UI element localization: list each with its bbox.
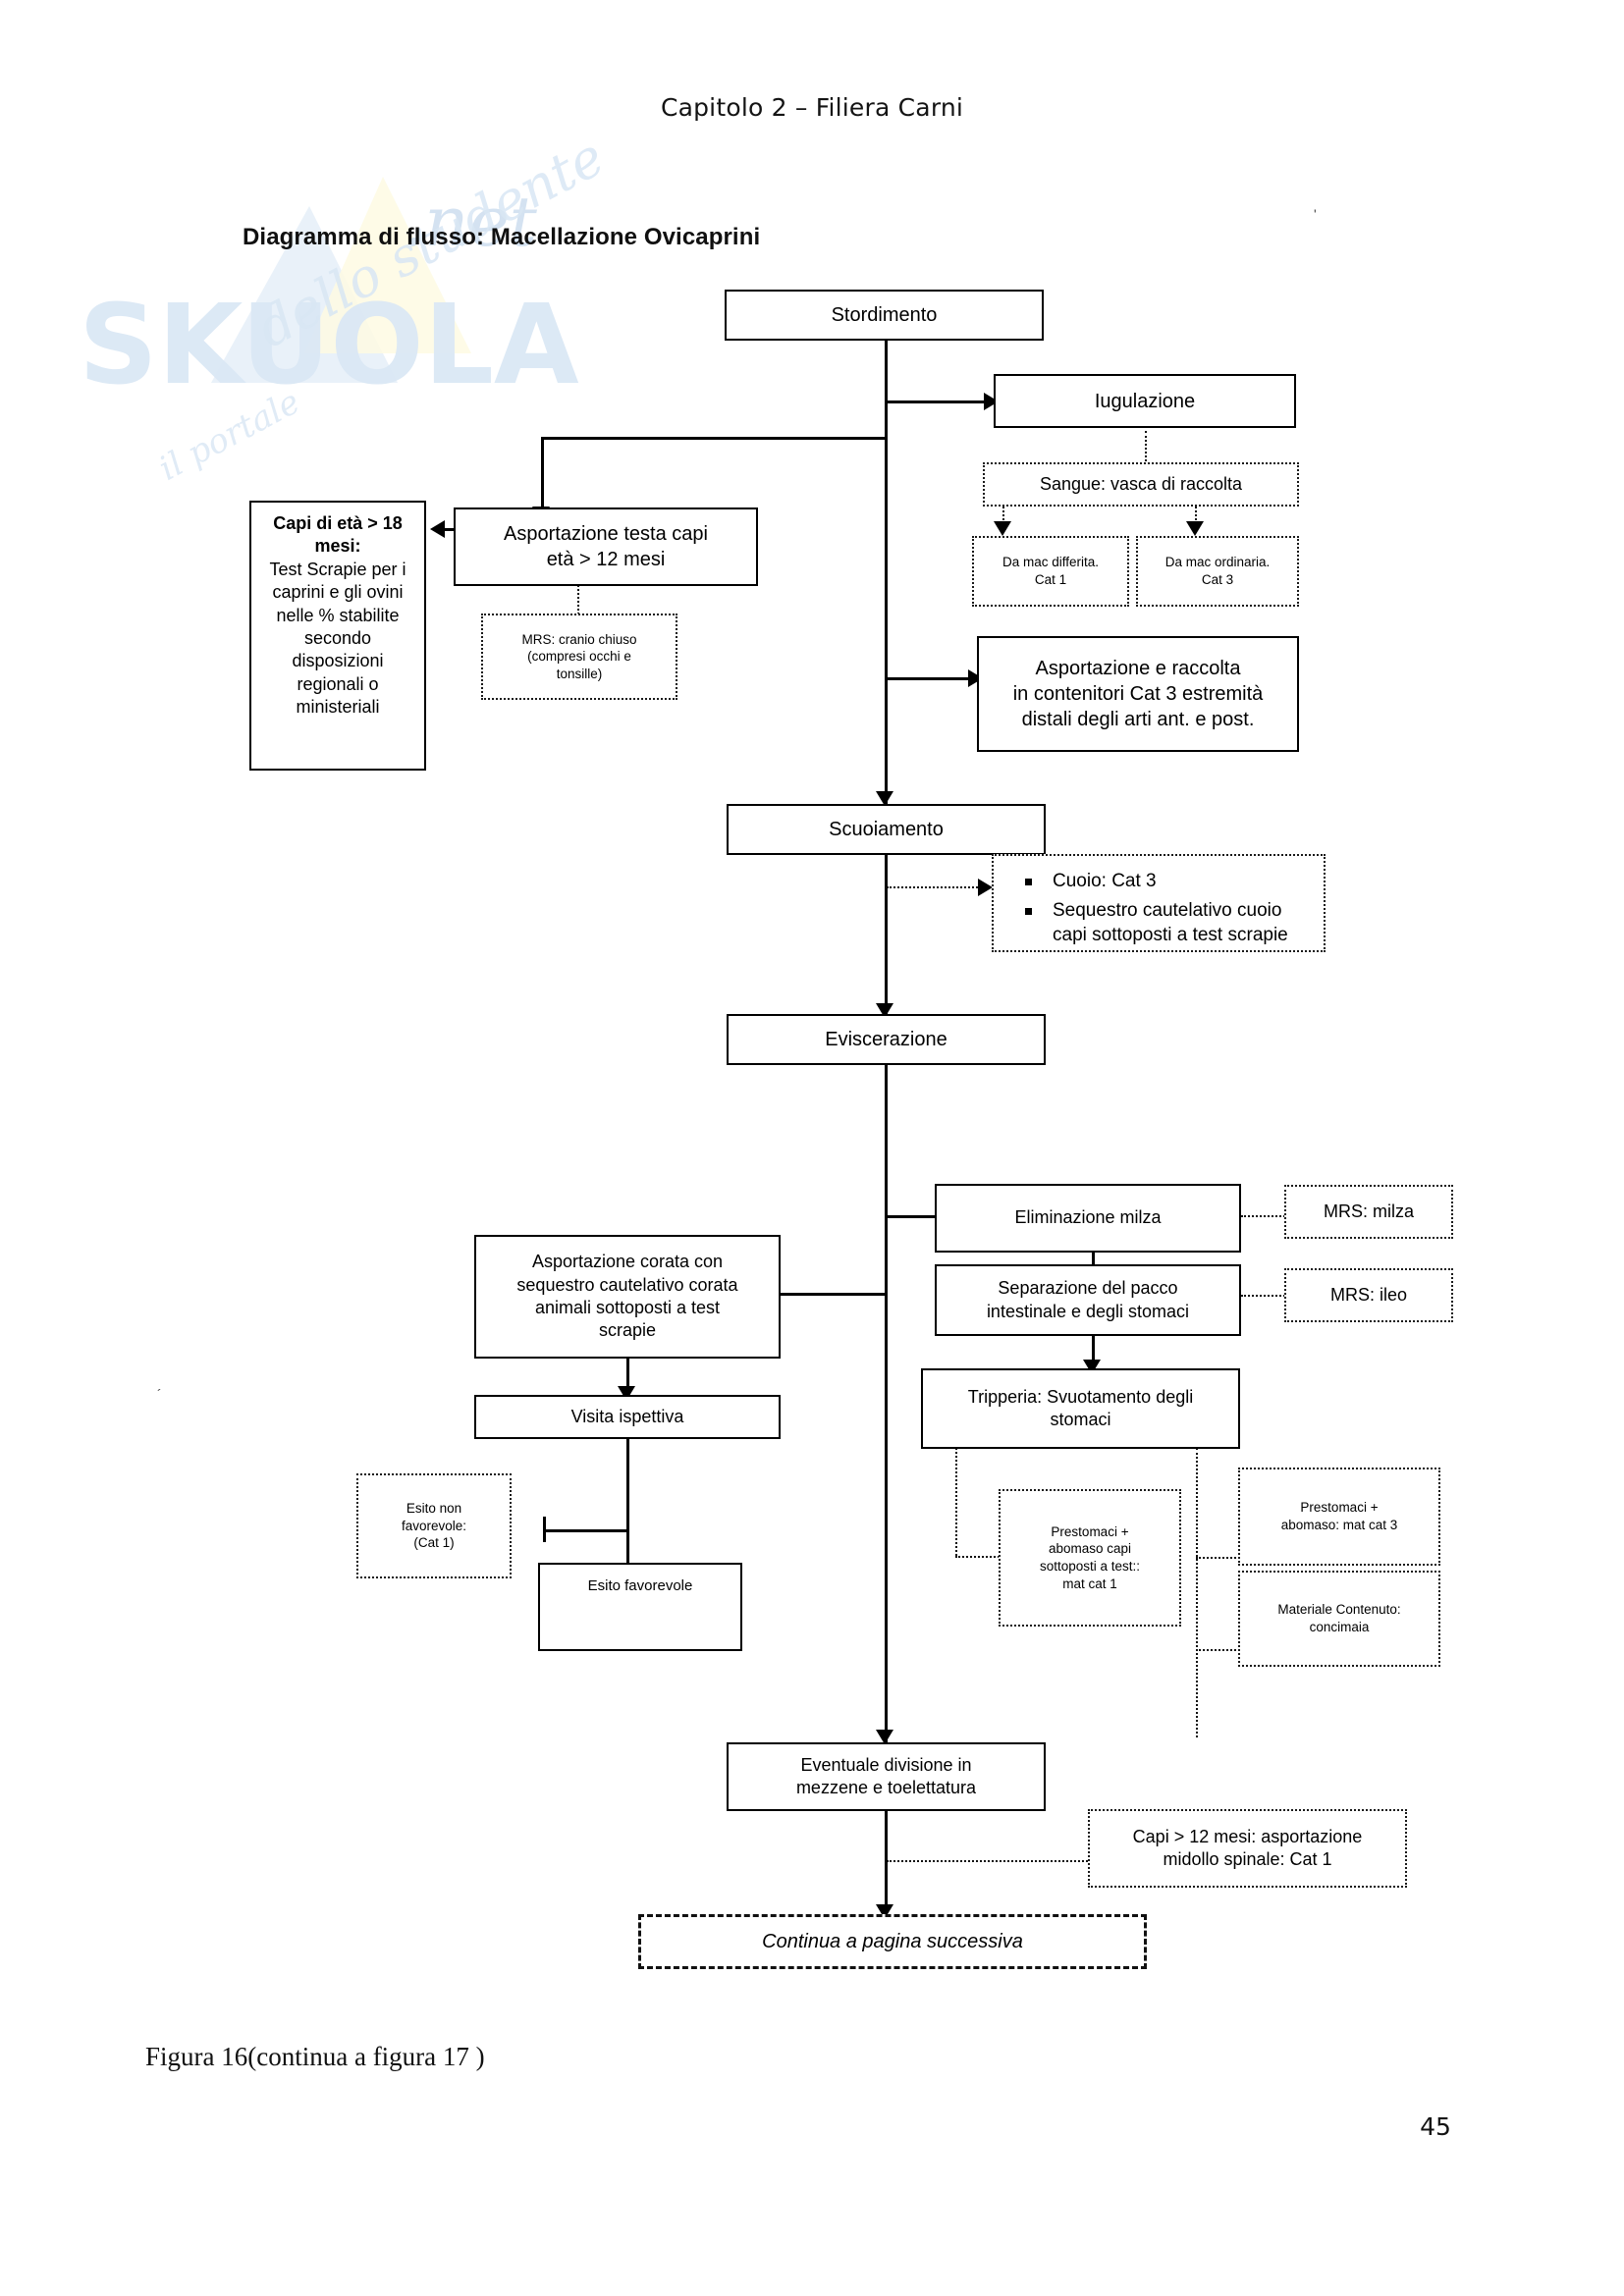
node-cuoio[interactable]: Cuoio: Cat 3 Sequestro cautelativo cuoio…	[992, 854, 1326, 952]
node-eviscerazione[interactable]: Eviscerazione	[727, 1014, 1046, 1065]
list-item: Cuoio: Cat 3	[1019, 870, 1314, 893]
arrow-to-cuoio	[978, 879, 993, 896]
node-esito-favorevole[interactable]: Esito favorevole	[538, 1563, 742, 1651]
connector-corata-visita	[626, 1359, 629, 1395]
list-item: Sequestro cautelativo cuoio capi sottopo…	[1019, 899, 1314, 947]
connector-spine-arti	[885, 677, 978, 680]
node-continua-pagina-successiva[interactable]: Continua a pagina successiva	[638, 1914, 1147, 1969]
connector-spine-milza	[885, 1215, 936, 1218]
node-esito-non-favorevole[interactable]: Esito non favorevole: (Cat 1)	[356, 1473, 512, 1578]
connector-sangue-ordinaria	[1195, 504, 1197, 528]
node-mezzene[interactable]: Eventuale divisione in mezzene e toelett…	[727, 1742, 1046, 1811]
svg-text:SKUOLA: SKUOLA	[79, 282, 579, 409]
connector-mezzene-continua	[885, 1806, 888, 1914]
diagram-title: Diagramma di flusso: Macellazione Ovicap…	[243, 224, 761, 250]
connector-mezzene-midollo	[887, 1860, 1088, 1862]
connector-iugulazione-sangue	[1145, 431, 1147, 465]
connector-visita-esito-non-fav	[543, 1529, 629, 1532]
node-capi-18-mesi[interactable]: Capi di età > 18 mesi: Test Scrapie per …	[249, 501, 426, 771]
arrow-to-scuoiamento	[876, 791, 893, 806]
arrow-to-capi18	[430, 520, 445, 538]
node-asportazione-corata[interactable]: Asportazione corata con sequestro cautel…	[474, 1235, 781, 1359]
node-iugulazione[interactable]: Iugulazione	[994, 374, 1296, 428]
node-visita-ispettiva[interactable]: Visita ispettiva	[474, 1395, 781, 1439]
watermark-logo: SKUOLA .net dello studente il portale	[79, 126, 609, 489]
arrow-to-mezzene	[876, 1730, 893, 1744]
node-prestomaci-cat3[interactable]: Prestomaci + abomaso: mat cat 3	[1238, 1468, 1440, 1566]
arrow-to-mac-differita	[994, 521, 1011, 536]
svg-text:il portale: il portale	[152, 382, 306, 489]
connector-tripperia-cat3	[1196, 1557, 1240, 1559]
connector-scuoiamento-eviscerazione	[885, 854, 888, 1014]
connector-stordimento-iugulazione	[885, 400, 994, 403]
connector-pacco-tripperia	[1092, 1335, 1095, 1368]
scan-speck: '	[1314, 206, 1317, 222]
scan-speck: ´	[157, 1386, 162, 1402]
connector-visita-drop	[626, 1438, 629, 1590]
node-materiale-contenuto[interactable]: Materiale Contenuto: concimaia	[1238, 1571, 1440, 1667]
node-mrs-ileo[interactable]: MRS: ileo	[1284, 1268, 1453, 1322]
connector-tripperia-left-h	[955, 1556, 1000, 1558]
connector-tripperia-concimaia	[1196, 1649, 1240, 1651]
node-stordimento[interactable]: Stordimento	[725, 290, 1044, 341]
node-midollo-spinale[interactable]: Capi > 12 mesi: asportazione midollo spi…	[1088, 1809, 1407, 1888]
connector-testa-mrs	[577, 585, 579, 614]
node-mac-differita[interactable]: Da mac differita. Cat 1	[972, 536, 1129, 607]
connector-testa-drop	[541, 437, 544, 514]
connector-pacco-mrs	[1241, 1295, 1285, 1297]
node-scuoiamento[interactable]: Scuoiamento	[727, 804, 1046, 855]
node-separazione-pacco[interactable]: Separazione del pacco intestinale e degl…	[935, 1264, 1241, 1336]
node-mac-ordinaria[interactable]: Da mac ordinaria. Cat 3	[1136, 536, 1299, 607]
connector-milza-mrs	[1241, 1215, 1285, 1217]
connector-sangue-differita	[1002, 504, 1004, 528]
connector-spine-top	[885, 339, 888, 804]
node-mrs-milza[interactable]: MRS: milza	[1284, 1185, 1453, 1239]
node-sangue-vasca[interactable]: Sangue: vasca di raccolta	[983, 462, 1299, 507]
node-asportazione-arti[interactable]: Asportazione e raccolta in contenitori C…	[977, 636, 1299, 752]
page-number: 45	[1420, 2112, 1451, 2141]
connector-eviscerazione-spine	[885, 1065, 888, 1742]
node-prestomaci-cat1[interactable]: Prestomaci + abomaso capi sottoposti a t…	[999, 1489, 1181, 1627]
node-eliminazione-milza[interactable]: Eliminazione milza	[935, 1184, 1241, 1253]
connector-stordimento-testa	[541, 437, 887, 440]
page-header: Capitolo 2 – Filiera Carni	[660, 93, 964, 122]
figure-caption: Figura 16(continua a figura 17 )	[145, 2042, 485, 2071]
arrow-to-mac-ordinaria	[1186, 521, 1204, 536]
connector-spine-corata	[776, 1293, 887, 1296]
connector-esito-non-fav-stub	[543, 1517, 546, 1542]
connector-scuoiamento-cuoio	[887, 886, 985, 888]
node-asportazione-testa[interactable]: Asportazione testa capi età > 12 mesi	[454, 507, 758, 586]
node-tripperia[interactable]: Tripperia: Svuotamento degli stomaci	[921, 1368, 1240, 1449]
connector-tripperia-left	[955, 1448, 957, 1556]
connector-tripperia-right	[1196, 1448, 1198, 1737]
node-mrs-cranio[interactable]: MRS: cranio chiuso (compresi occhi e ton…	[481, 614, 677, 700]
